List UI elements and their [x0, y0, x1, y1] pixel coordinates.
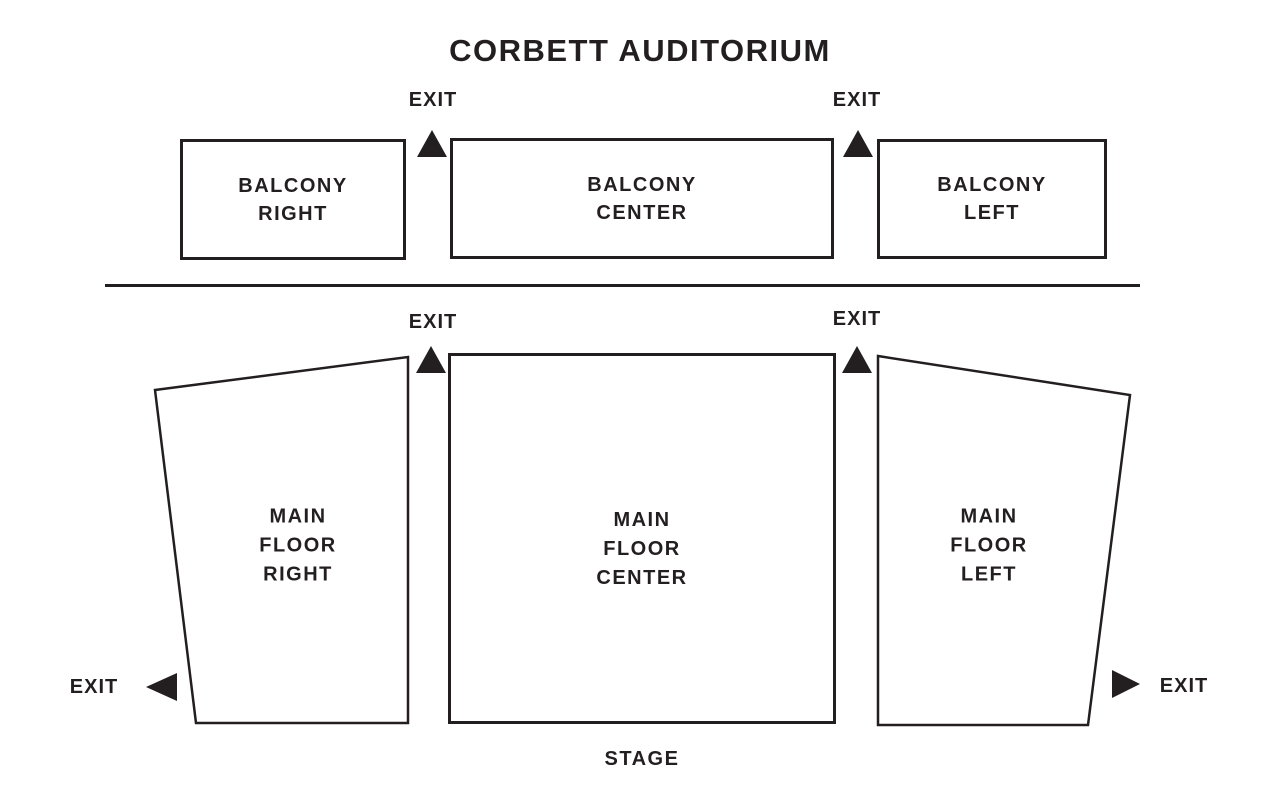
section-balcony-right: BALCONY RIGHT: [180, 139, 406, 260]
exit-label-floor-left-side: EXIT: [69, 676, 119, 698]
exit-label-main-right-aisle: EXIT: [832, 308, 882, 330]
section-main-floor-right-label: MAIN FLOOR RIGHT: [259, 505, 337, 586]
page-title: CORBETT AUDITORIUM: [449, 33, 831, 68]
exit-arrow-up-icon: [843, 130, 873, 157]
exit-label-main-left-aisle: EXIT: [408, 311, 458, 333]
level-divider-line: [105, 284, 1140, 287]
exit-label-balcony-left-aisle: EXIT: [408, 89, 458, 111]
section-balcony-left: BALCONY LEFT: [877, 139, 1107, 259]
section-main-floor-center: MAIN FLOOR CENTER: [448, 353, 836, 724]
exit-arrow-up-icon: [842, 346, 872, 373]
section-main-floor-left-label: MAIN FLOOR LEFT: [950, 505, 1028, 586]
exit-arrow-left-icon: [146, 673, 177, 701]
exit-arrow-up-icon: [416, 346, 446, 373]
exit-label-floor-right-side: EXIT: [1159, 675, 1209, 697]
exit-label-balcony-right-aisle: EXIT: [832, 89, 882, 111]
exit-arrow-up-icon: [417, 130, 447, 157]
section-balcony-center: BALCONY CENTER: [450, 138, 834, 259]
stage-label: STAGE: [604, 748, 680, 770]
exit-arrow-right-icon: [1112, 670, 1140, 698]
